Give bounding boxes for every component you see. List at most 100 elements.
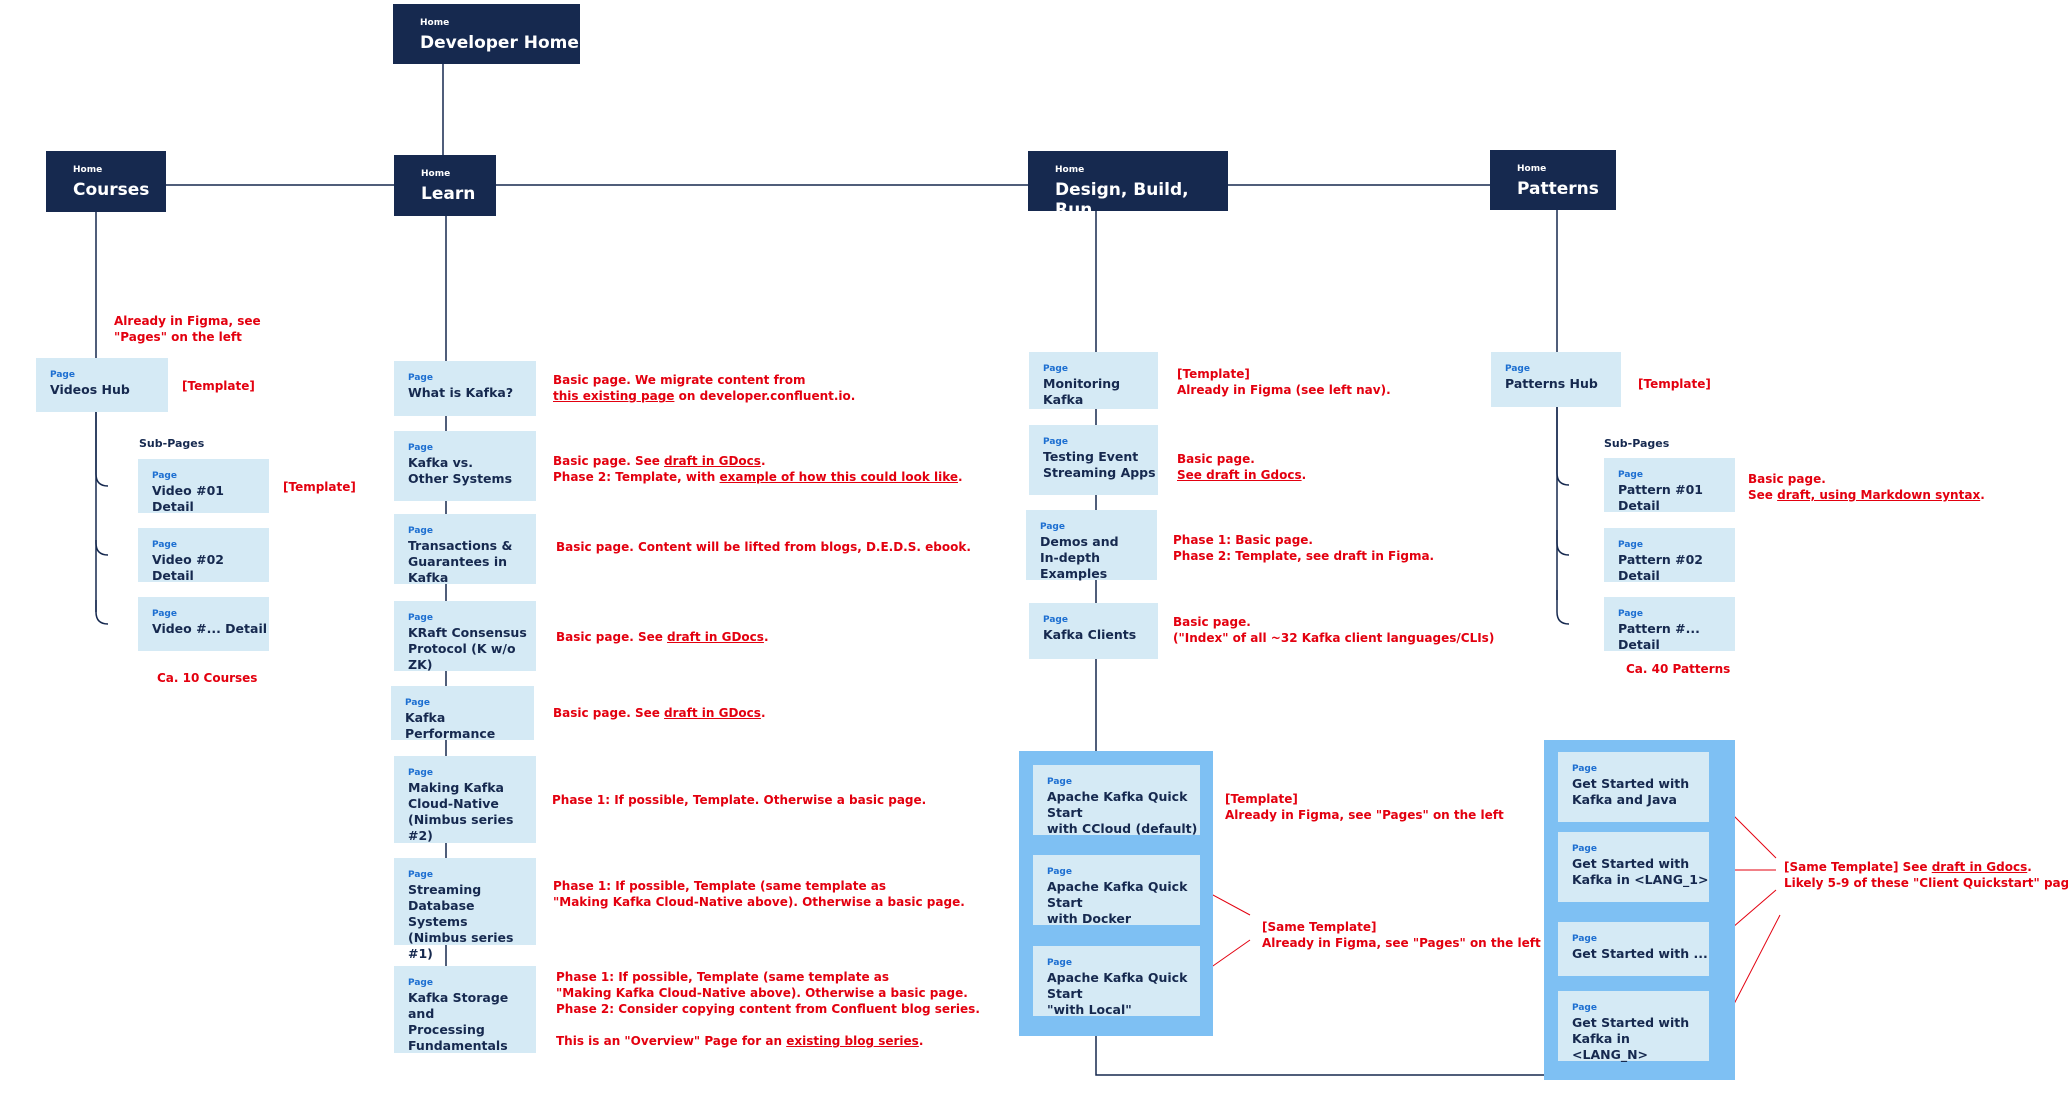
note-line: [Template] — [1225, 791, 1504, 807]
node-kind: Page — [408, 613, 433, 623]
note-link[interactable]: draft in GDocs — [664, 454, 761, 468]
note-line: this existing page on developer.confluen… — [553, 388, 855, 404]
note-line: Already in Figma, see "Pages" on the lef… — [1225, 807, 1504, 823]
node-title: Learn — [421, 184, 476, 204]
note-text: Phase 1: If possible, Template (same tem… — [556, 970, 889, 984]
note-testing-note: Basic page.See draft in Gdocs. — [1177, 451, 1306, 483]
node-title: Courses — [73, 180, 150, 200]
note-text: [Same Template] — [1262, 920, 1377, 934]
note-text: . — [2027, 860, 2032, 874]
node-title: Pattern #01 Detail — [1618, 482, 1703, 513]
note-text: Basic page. — [1748, 472, 1826, 486]
note-line: Basic page. — [1748, 471, 1985, 487]
note-text: Ca. 10 Courses — [157, 671, 258, 685]
note-line: Phase 2: Template, with example of how t… — [553, 469, 963, 485]
node-title: Transactions & Guarantees in Kafka — [408, 538, 513, 585]
note-text: Already in Figma, see "Pages" on the lef… — [1225, 808, 1504, 822]
note-text: This is an "Overview" Page for an — [556, 1034, 787, 1048]
note-line: Basic page. We migrate content from — [553, 372, 855, 388]
note-line: [Template] — [283, 479, 356, 495]
note-text: . — [763, 630, 769, 644]
note-link[interactable]: draft in Gdocs — [1931, 860, 2028, 874]
note-text: Phase 1: Basic page. — [1173, 533, 1313, 547]
node-title: Pattern #... Detail — [1618, 621, 1700, 652]
note-line: Phase 1: If possible, Template. Otherwis… — [552, 792, 926, 808]
note-link[interactable]: draft in GDocs — [667, 630, 764, 644]
node-kind: Page — [1572, 1003, 1597, 1013]
note-text: Already in Figma (see left nav). — [1177, 383, 1391, 397]
note-patterns-hub-tpl: [Template] — [1638, 376, 1711, 392]
note-link[interactable]: See draft in Gdocs — [1177, 468, 1302, 482]
node-title: Apache Kafka Quick Start "with Local" — [1047, 970, 1188, 1017]
node-title: Get Started with Kafka and Java — [1572, 776, 1690, 807]
note-text: Basic page. See — [553, 454, 665, 468]
note-line: Basic page. See draft in GDocs. — [553, 705, 766, 721]
note-text: Basic page. Content will be lifted from … — [556, 540, 971, 554]
note-line: See draft, using Markdown syntax. — [1748, 487, 1985, 503]
node-title: Get Started with Kafka in <LANG_N> — [1572, 1015, 1690, 1062]
node-kind: Page — [152, 471, 177, 481]
note-text: [Template] — [1177, 367, 1250, 381]
connector-pattern-02 — [1556, 530, 1570, 556]
note-link[interactable]: existing blog series — [786, 1034, 919, 1048]
node-kind: Page — [408, 870, 433, 880]
note-line: Already in Figma, see — [114, 313, 261, 329]
note-link[interactable]: draft in GDocs — [664, 706, 761, 720]
note-text: . — [1301, 468, 1307, 482]
node-title: What is Kafka? — [408, 385, 514, 400]
note-link[interactable]: draft, using Markdown syntax — [1777, 488, 1981, 502]
note-link[interactable]: example of how this could look like — [719, 470, 959, 484]
note-line: This is an "Overview" Page for an existi… — [556, 1033, 980, 1049]
node-kind: Home — [1055, 165, 1085, 175]
note-text: ("Index" of all ~32 Kafka client languag… — [1173, 631, 1495, 645]
note-line: [Template] — [1177, 366, 1391, 382]
note-line: Likely 5-9 of these "Client Quickstart" … — [1784, 875, 2068, 891]
note-link[interactable]: this existing page — [553, 389, 675, 403]
note-line: Ca. 40 Patterns — [1626, 661, 1730, 677]
node-kind: Page — [408, 768, 433, 778]
node-title: Videos Hub — [50, 382, 130, 397]
note-qs-ccloud-note: [Template]Already in Figma, see "Pages" … — [1225, 791, 1504, 823]
note-patterns-count: Ca. 40 Patterns — [1626, 661, 1730, 677]
node-kind: Page — [408, 443, 433, 453]
node-kind: Page — [152, 609, 177, 619]
note-courses-count: Ca. 10 Courses — [157, 670, 257, 686]
note-video-01-tpl: [Template] — [283, 479, 356, 495]
sub-pages-label: Sub-Pages — [139, 437, 205, 450]
note-line: Phase 2: Consider copying content from C… — [556, 1001, 980, 1017]
node-title: Apache Kafka Quick Start with CCloud (de… — [1047, 789, 1198, 836]
